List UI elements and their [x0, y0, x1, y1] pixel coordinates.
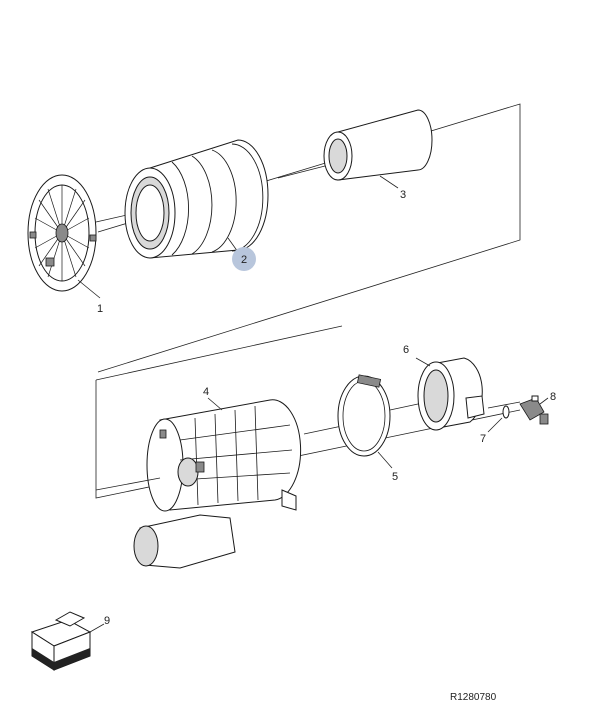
- part-2-filter-element[interactable]: [124, 139, 269, 259]
- leader-5: [377, 451, 393, 469]
- reference-code: R1280780: [450, 692, 497, 703]
- part-9-kit-box[interactable]: [30, 611, 92, 671]
- leader-7: [487, 417, 503, 433]
- group-frame-upper: [97, 103, 521, 373]
- callout-7[interactable]: 7: [480, 433, 486, 445]
- leader-6: [415, 357, 431, 367]
- part-5-clamp-ring[interactable]: [337, 374, 391, 457]
- callout-2[interactable]: 2: [241, 254, 247, 266]
- axis-line-2-3: [277, 165, 326, 179]
- axis-line-4-5: [303, 425, 343, 435]
- leader-4: [207, 397, 223, 411]
- leader-2: [227, 237, 239, 253]
- part-1-end-cover[interactable]: [27, 174, 97, 292]
- leader-1: [77, 279, 101, 299]
- part-6-outlet-elbow[interactable]: [417, 357, 485, 431]
- leader-8: [539, 397, 549, 405]
- callout-3[interactable]: 3: [400, 189, 406, 201]
- part-4-filter-housing[interactable]: [133, 399, 302, 569]
- axis-line-5-6: [389, 403, 419, 411]
- callout-2-highlight: [232, 247, 256, 271]
- callout-5[interactable]: 5: [392, 471, 398, 483]
- axis-line-4: [95, 477, 161, 491]
- callout-8[interactable]: 8: [550, 391, 556, 403]
- callout-9[interactable]: 9: [104, 615, 110, 627]
- callout-1[interactable]: 1: [97, 303, 103, 315]
- part-7-seal[interactable]: [502, 405, 510, 419]
- leader-9: [89, 623, 105, 633]
- part-8-sensor[interactable]: [519, 395, 549, 425]
- part-3-safety-filter[interactable]: [323, 109, 433, 181]
- callout-4[interactable]: 4: [203, 386, 209, 398]
- axis-line-6-8: [487, 401, 521, 409]
- leader-3: [379, 175, 399, 189]
- group-frame-lower-top: [95, 325, 343, 381]
- callout-6[interactable]: 6: [403, 344, 409, 356]
